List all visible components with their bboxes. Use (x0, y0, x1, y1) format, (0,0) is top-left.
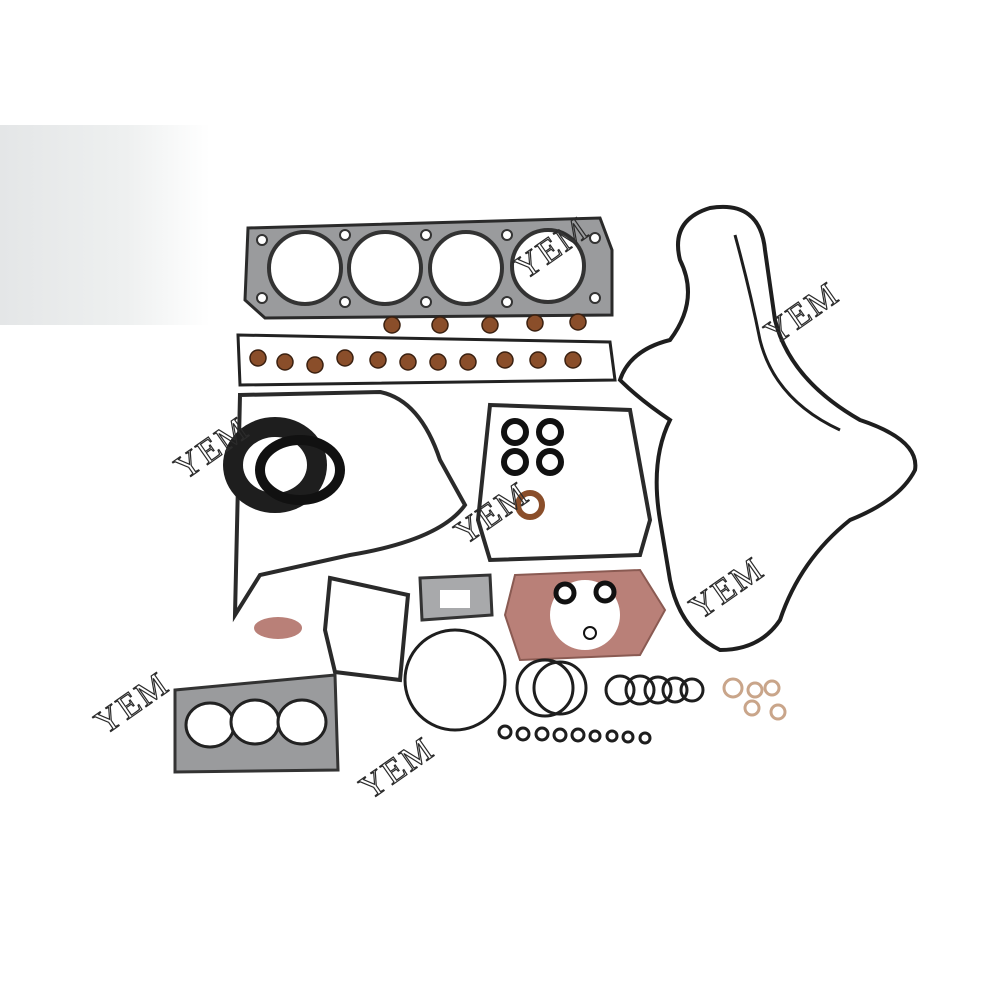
large-o-ring (403, 628, 507, 732)
timing-cover-gasket (232, 389, 468, 623)
exhaust-manifold-gaskets (173, 673, 340, 774)
small-fiber-gasket (254, 617, 302, 639)
oil-cooler-gasket (475, 402, 653, 563)
fiber-pump-gasket (503, 568, 667, 662)
photo-backdrop (0, 125, 210, 325)
crankshaft-oil-seals (223, 417, 345, 513)
rocker-cover-gasket (236, 333, 617, 387)
water-outlet-gasket (322, 575, 411, 683)
valve-cover-gasket (617, 204, 918, 653)
o-rings (497, 658, 705, 745)
copper-washers (722, 677, 787, 721)
valve-stem-seals (249, 313, 587, 374)
cylinder-head-gasket (243, 216, 614, 320)
